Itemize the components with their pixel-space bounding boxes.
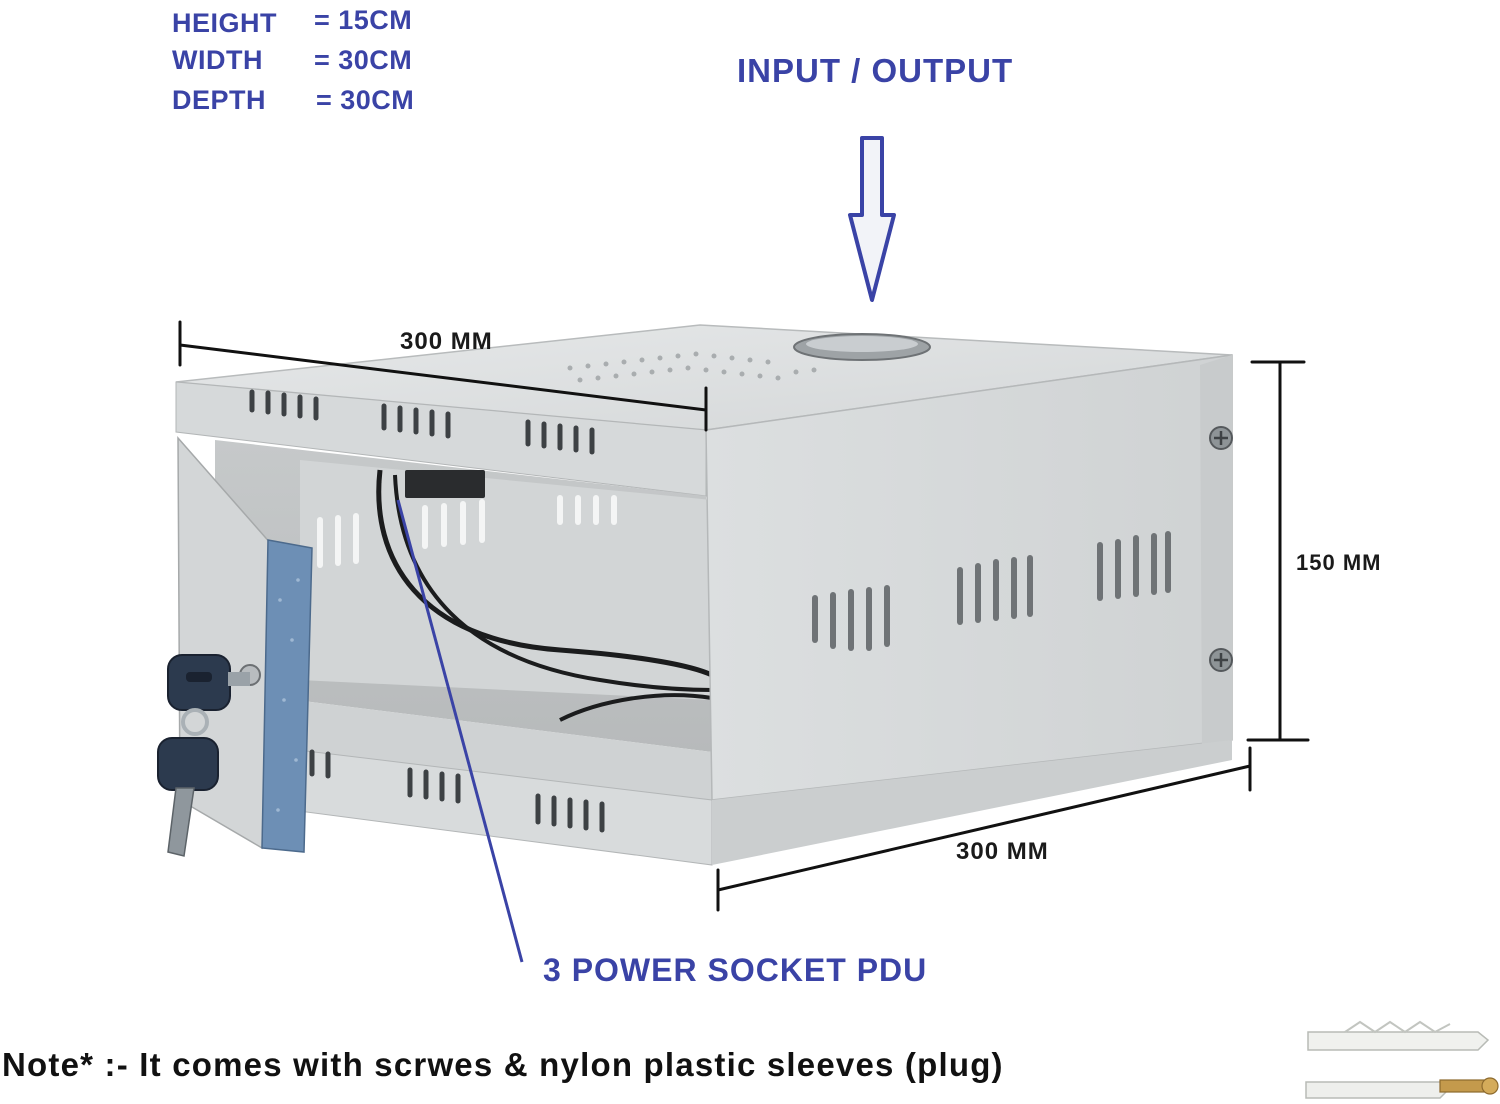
input-output-label: INPUT / OUTPUT bbox=[737, 52, 1014, 89]
key-icon bbox=[157, 654, 250, 857]
screw-icon bbox=[1209, 648, 1233, 672]
wall-plug-icon bbox=[1305, 1020, 1499, 1099]
cabinet-bottom-lip bbox=[214, 739, 1232, 866]
spec-depth-value: = 30CM bbox=[316, 85, 415, 115]
top-width-label: 300 MM bbox=[400, 328, 493, 355]
top-lip-vents bbox=[249, 389, 595, 455]
pdu-pointer-line bbox=[396, 499, 524, 963]
down-arrow-icon bbox=[848, 136, 896, 302]
cabinet-top bbox=[175, 324, 1233, 497]
spec-width-label: WIDTH bbox=[172, 45, 263, 75]
cabinet-side-panel bbox=[705, 354, 1233, 801]
spec-height-value: = 15CM bbox=[314, 5, 413, 35]
bottom-depth-label: 300 MM bbox=[956, 838, 1049, 865]
height-dimension-label: 150 MM bbox=[1296, 550, 1382, 575]
vent-dots bbox=[567, 351, 817, 383]
spec-depth-label: DEPTH bbox=[172, 85, 267, 115]
accessories-note: Note* :- It comes with scrwes & nylon pl… bbox=[2, 1046, 1004, 1083]
spec-width-value: = 30CM bbox=[314, 45, 413, 75]
dimension-lines bbox=[178, 320, 1310, 912]
screw-icon bbox=[1209, 426, 1233, 450]
spec-height-label: HEIGHT bbox=[172, 8, 278, 38]
pdu-label: 3 POWER SOCKET PDU bbox=[543, 952, 928, 988]
